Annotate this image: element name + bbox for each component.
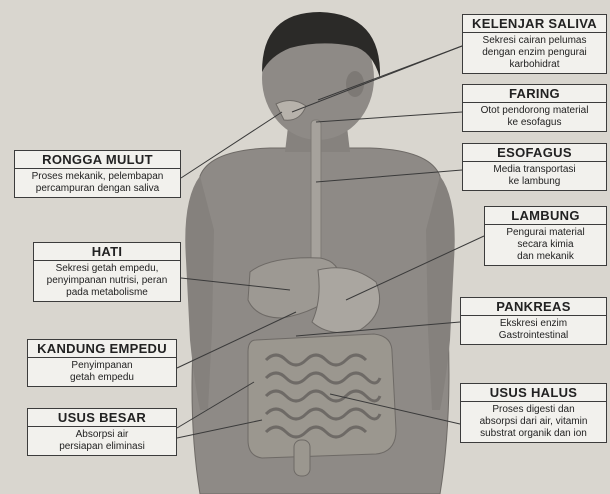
label-usus-besar-title: USUS BESAR — [28, 409, 176, 427]
label-esofagus-desc: Media transportasi ke lambung — [463, 162, 606, 190]
label-hati-desc: Sekresi getah empedu, penyimpanan nutris… — [34, 261, 180, 301]
label-hati-title: HATI — [34, 243, 180, 261]
rectum — [294, 440, 310, 476]
label-usus-besar: USUS BESAR Absorpsi air persiapan elimin… — [27, 408, 177, 456]
label-faring-title: FARING — [463, 85, 606, 103]
label-pankreas-title: PANKREAS — [461, 298, 606, 316]
label-usus-halus-desc: Proses digesti dan absorpsi dari air, vi… — [461, 402, 606, 442]
label-usus-besar-desc: Absorpsi air persiapan eliminasi — [28, 427, 176, 455]
label-hati: HATI Sekresi getah empedu, penyimpanan n… — [33, 242, 181, 302]
label-pankreas: PANKREAS Ekskresi enzim Gastrointestinal — [460, 297, 607, 345]
stomach — [312, 268, 380, 333]
label-rongga-mulut-desc: Proses mekanik, pelembapan percampuran d… — [15, 169, 180, 197]
label-kelenjar-saliva-desc: Sekresi cairan pelumas dengan enzim peng… — [463, 33, 606, 73]
esophagus — [311, 120, 321, 280]
label-kandung-empedu-title: KANDUNG EMPEDU — [28, 340, 176, 358]
label-esofagus: ESOFAGUS Media transportasi ke lambung — [462, 143, 607, 191]
label-esofagus-title: ESOFAGUS — [463, 144, 606, 162]
label-kandung-empedu-desc: Penyimpanan getah empedu — [28, 358, 176, 386]
label-usus-halus: USUS HALUS Proses digesti dan absorpsi d… — [460, 383, 607, 443]
label-faring-desc: Otot pendorong material ke esofagus — [463, 103, 606, 131]
label-lambung-title: LAMBUNG — [485, 207, 606, 225]
large-intestine — [248, 334, 396, 458]
label-faring: FARING Otot pendorong material ke esofag… — [462, 84, 607, 132]
label-kelenjar-saliva-title: KELENJAR SALIVA — [463, 15, 606, 33]
label-usus-halus-title: USUS HALUS — [461, 384, 606, 402]
label-pankreas-desc: Ekskresi enzim Gastrointestinal — [461, 316, 606, 344]
label-lambung-desc: Pengurai material secara kimia dan mekan… — [485, 225, 606, 265]
label-rongga-mulut: RONGGA MULUT Proses mekanik, pelembapan … — [14, 150, 181, 198]
label-lambung: LAMBUNG Pengurai material secara kimia d… — [484, 206, 607, 266]
label-kandung-empedu: KANDUNG EMPEDU Penyimpanan getah empedu — [27, 339, 177, 387]
label-rongga-mulut-title: RONGGA MULUT — [15, 151, 180, 169]
label-kelenjar-saliva: KELENJAR SALIVA Sekresi cairan pelumas d… — [462, 14, 607, 74]
